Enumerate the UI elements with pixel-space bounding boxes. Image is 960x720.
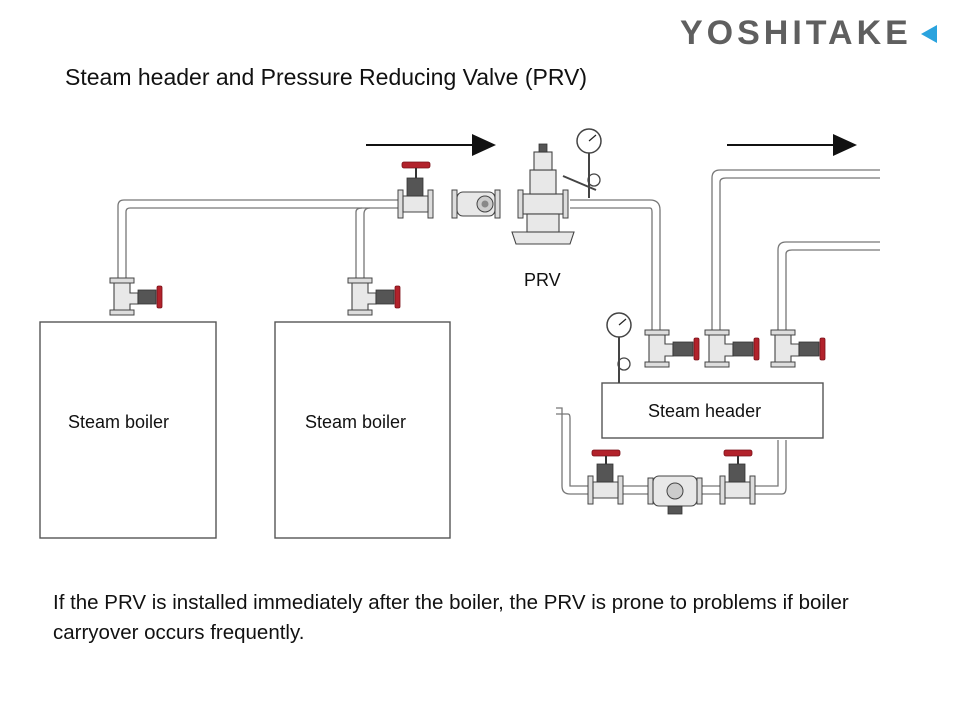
steam-boiler-1-label: Steam boiler	[68, 412, 170, 432]
pressure-reducing-valve	[511, 143, 597, 245]
steam-trap	[647, 475, 703, 515]
brand-logo: YOSHITAKE	[680, 14, 912, 52]
outlet-pipes	[711, 169, 880, 330]
inlet-stop-valve	[397, 161, 434, 219]
steam-boiler-2	[274, 321, 451, 539]
slide-caption: If the PRV is installed immediately afte…	[53, 591, 849, 644]
flow-arrow-outlet	[727, 134, 857, 156]
bypass-valve-2	[719, 449, 756, 505]
bypass-valve-1	[587, 449, 624, 505]
flow-arrow-main	[366, 134, 496, 156]
prv-label: PRV	[524, 270, 561, 290]
header-inlet-valve	[644, 329, 700, 368]
pressure-gauge-header	[606, 312, 632, 383]
steam-boiler-2-label: Steam boiler	[305, 412, 407, 432]
boiler-1-valve	[109, 277, 163, 316]
brand-logo-mark	[921, 25, 937, 43]
header-outlet-valve-1	[704, 329, 760, 368]
header-outlet-valve-2	[770, 329, 826, 368]
slide-title: Steam header and Pressure Reducing Valve…	[65, 64, 588, 90]
bypass-pipe	[556, 407, 787, 495]
steam-boiler-1	[39, 321, 217, 539]
pressure-gauge-prv	[576, 128, 602, 198]
steam-header	[601, 382, 824, 439]
strainer	[451, 189, 501, 219]
main-steam-pipe	[117, 199, 661, 330]
boiler-2-valve	[347, 277, 401, 316]
steam-header-label: Steam header	[648, 401, 762, 421]
